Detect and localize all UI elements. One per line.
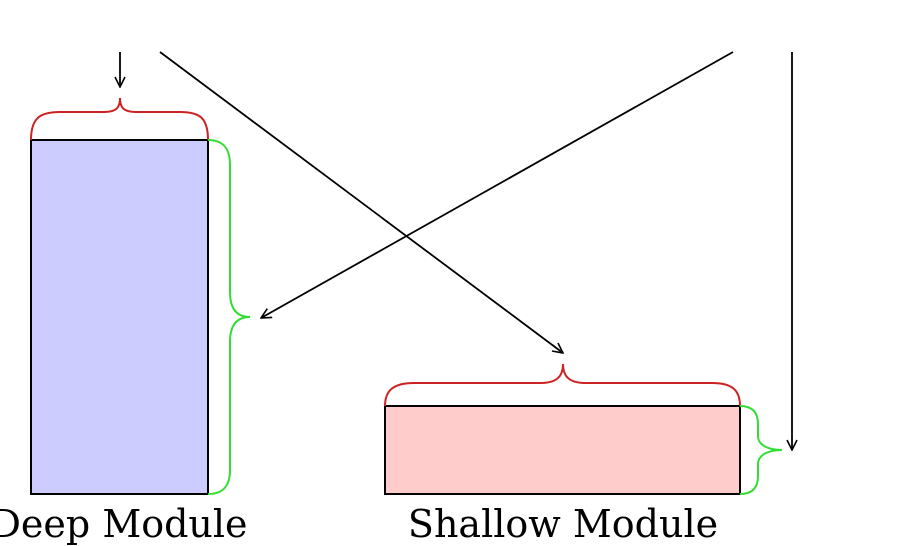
deep-module-box	[30, 139, 209, 495]
deep-interface-brace	[30, 97, 209, 141]
shallow-module-label: Shallow Module	[408, 502, 718, 546]
arrow-to-deep-functionality	[261, 51, 734, 318]
deep-module-label: Deep Module	[0, 502, 248, 546]
deep-functionality-brace	[207, 139, 251, 495]
arrow-to-shallow-interface	[159, 51, 563, 353]
shallow-module-box	[384, 405, 741, 495]
shallow-functionality-brace	[739, 405, 783, 495]
shallow-interface-brace	[384, 363, 741, 407]
